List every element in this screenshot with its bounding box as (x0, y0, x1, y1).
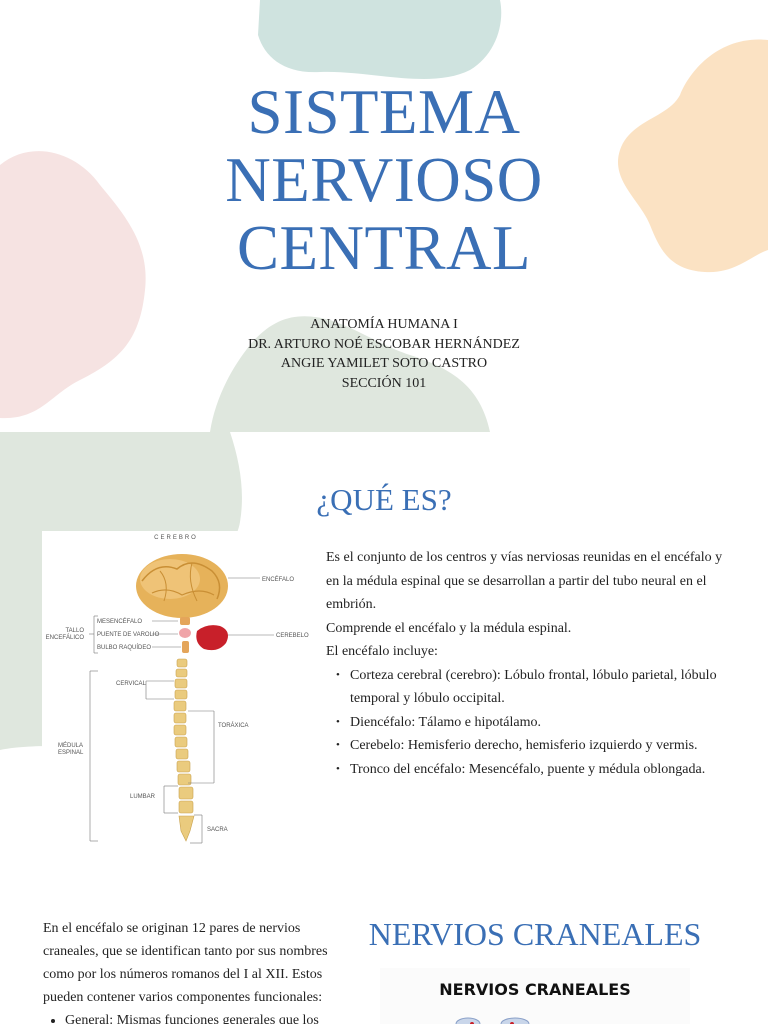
label-espinal: ESPINAL (58, 750, 84, 756)
cns-diagram: CEREBRO (42, 531, 310, 861)
brain-base-icon (455, 1017, 530, 1024)
label-puente: PUENTE DE VAROLIO (97, 632, 160, 638)
teal-blob (258, 0, 502, 79)
encephalon-parts-list: Corteza cerebral (cerebro): Lóbulo front… (326, 664, 736, 782)
decorative-blobs (0, 0, 768, 432)
diagram-title: CEREBRO (154, 535, 198, 541)
medulla-oblongata (182, 641, 189, 653)
brain-illustration (136, 554, 228, 618)
label-toraxica: TORÁXICA (218, 722, 249, 729)
section: SECCIÓN 101 (341, 375, 427, 391)
pink-blob (0, 151, 146, 419)
list-item: Cerebelo: Hemisferio derecho, hemisferio… (336, 734, 736, 758)
pons (179, 628, 191, 638)
title-line: SISTEMA (247, 77, 521, 147)
label-cerebelo: CEREBELO (276, 633, 309, 639)
list-item: Tronco del encéfalo: Mesencéfalo, puente… (336, 758, 736, 782)
title-line: NERVIOSO (225, 145, 543, 215)
cerebellum (196, 625, 228, 651)
image-title: NERVIOS CRANEALES (439, 980, 631, 999)
cranial-nerves-text: En el encéfalo se originan 12 pares de n… (43, 917, 333, 1024)
includes-paragraph: El encéfalo incluye: (326, 644, 438, 659)
peach-blob (617, 39, 768, 273)
section-heading: ¿QUÉ ES? (316, 482, 452, 517)
label-sacra: SACRA (207, 827, 228, 833)
definition-paragraph: Es el conjunto de los centros y vías ner… (326, 550, 723, 612)
course-name: ANATOMÍA HUMANA I (310, 317, 458, 332)
list-item: General: Mismas funciones generales que … (65, 1009, 333, 1024)
section-heading: NERVIOS CRANEALES (368, 916, 702, 952)
label-mesencefalo: MESENCÉFALO (97, 618, 142, 625)
label-bulbo: BULBO RAQUÍDEO (97, 644, 151, 651)
comprises-paragraph: Comprende el encéfalo y la médula espina… (326, 620, 572, 636)
title-slide: SISTEMA NERVIOSO CENTRAL ANATOMÍA HUMANA… (0, 0, 768, 432)
list-item: Corteza cerebral (cerebro): Lóbulo front… (336, 664, 736, 711)
list-item: Diencéfalo: Tálamo e hipotálamo. (336, 711, 736, 735)
what-is-slide: ¿QUÉ ES? CEREBRO (0, 432, 768, 872)
label-cervical: CERVICAL (116, 681, 147, 687)
mesencephalon (180, 617, 190, 625)
cranial-nerves-slide: En el encéfalo se originan 12 pares de n… (0, 872, 768, 1024)
label-lumbar: LUMBAR (130, 794, 156, 800)
definition-text: Es el conjunto de los centros y vías ner… (326, 546, 736, 781)
student-name: ANGIE YAMILET SOTO CASTRO (280, 356, 488, 371)
label-tallo: TALLO (65, 628, 84, 634)
title-line: CENTRAL (237, 213, 531, 283)
credits: ANATOMÍA HUMANA I DR. ARTURO NOÉ ESCOBAR… (0, 315, 768, 393)
cranial-nerves-image: NERVIOS CRANEALES (380, 968, 690, 1024)
green-blob (210, 316, 490, 432)
components-list: General: Mismas funciones generales que … (43, 1009, 333, 1024)
label-encefalico: ENCEFÁLICO (46, 634, 85, 641)
presentation-title: SISTEMA NERVIOSO CENTRAL (0, 78, 768, 282)
cranial-nerves-paragraph: En el encéfalo se originan 12 pares de n… (43, 921, 328, 1005)
teacher-name: DR. ARTURO NOÉ ESCOBAR HERNÁNDEZ (248, 336, 520, 352)
label-encefalo: ENCÉFALO (262, 576, 294, 583)
label-medula: MÉDULA (58, 742, 83, 749)
spine-illustration (173, 658, 195, 842)
